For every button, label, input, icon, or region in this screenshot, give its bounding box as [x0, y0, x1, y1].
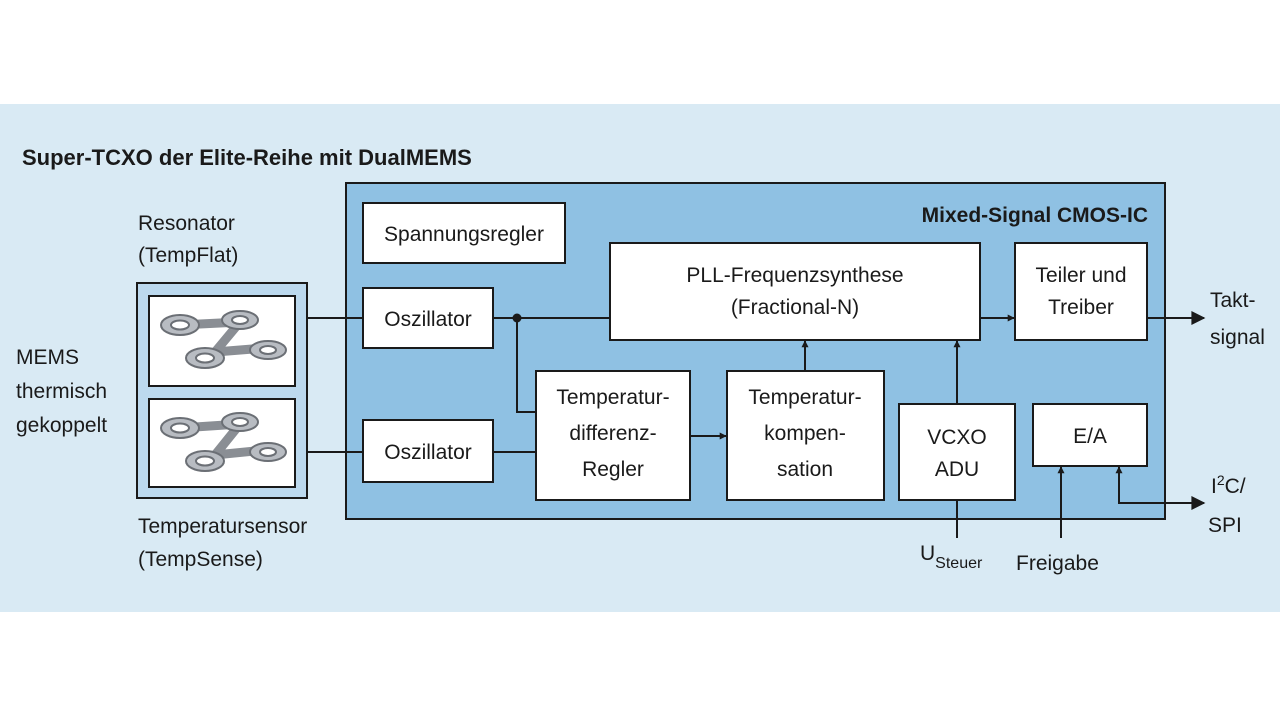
mems-coupling-label: MEMS thermisch gekoppelt — [16, 346, 107, 437]
svg-text:ADU: ADU — [935, 458, 979, 481]
spannungsregler-block: Spannungsregler — [362, 202, 566, 264]
svg-text:PLL-Frequenzsynthese: PLL-Frequenzsynthese — [686, 264, 903, 287]
svg-text:Resonator: Resonator — [138, 212, 235, 235]
svg-text:Oszillator: Oszillator — [384, 308, 472, 331]
svg-text:Regler: Regler — [582, 458, 644, 481]
svg-text:kompen-: kompen- — [764, 422, 846, 445]
oszillator-to-tempdiff-line — [516, 318, 536, 413]
ea-block: E/A — [1032, 403, 1148, 467]
svg-text:Temperatur-: Temperatur- — [556, 386, 669, 409]
svg-text:Teiler und: Teiler und — [1035, 264, 1126, 287]
freigabe-label: Freigabe — [1016, 552, 1099, 575]
svg-text:Takt-: Takt- — [1210, 289, 1256, 312]
svg-text:MEMS: MEMS — [16, 346, 79, 369]
svg-text:Temperatur-: Temperatur- — [748, 386, 861, 409]
svg-text:VCXO: VCXO — [927, 426, 987, 449]
svg-text:SPI: SPI — [1208, 514, 1242, 537]
svg-text:gekoppelt: gekoppelt — [16, 414, 107, 437]
temperaturkompensation-block: Temperatur- kompen- sation — [726, 370, 885, 501]
tempsensor-label: Temperatursensor (TempSense) — [138, 515, 307, 571]
svg-text:(TempSense): (TempSense) — [138, 548, 263, 571]
svg-text:signal: signal — [1210, 326, 1265, 349]
tempsensor-mems-icon — [160, 412, 287, 472]
svg-text:USteuer: USteuer — [920, 542, 983, 572]
svg-text:Temperatursensor: Temperatursensor — [138, 515, 307, 538]
svg-text:differenz-: differenz- — [569, 422, 656, 445]
ustear-label: USteuer — [920, 542, 983, 572]
svg-text:Treiber: Treiber — [1048, 296, 1114, 319]
resonator-mems-icon — [160, 310, 287, 369]
vcxo-adu-block: VCXO ADU — [898, 403, 1016, 501]
svg-text:(Fractional-N): (Fractional-N) — [731, 296, 859, 319]
junction-dot — [512, 313, 522, 323]
teiler-treiber-block: Teiler und Treiber — [1014, 242, 1148, 341]
svg-text:(TempFlat): (TempFlat) — [138, 244, 238, 267]
ic-label: Mixed-Signal CMOS-IC — [922, 204, 1148, 227]
temperaturdifferenz-regler-block: Temperatur- differenz- Regler — [535, 370, 691, 501]
oszillator-bottom-block: Oszillator — [362, 419, 494, 483]
diagram-title: Super-TCXO der Elite-Reihe mit DualMEMS — [22, 145, 472, 170]
svg-text:Spannungsregler: Spannungsregler — [384, 223, 544, 246]
taktsignal-label: Takt- signal — [1210, 289, 1265, 349]
i2c-spi-label: I2C/ SPI — [1208, 472, 1246, 537]
svg-text:sation: sation — [777, 458, 833, 481]
resonator-label: Resonator (TempFlat) — [138, 212, 238, 267]
svg-text:E/A: E/A — [1073, 425, 1107, 448]
svg-text:I2C/: I2C/ — [1211, 472, 1246, 498]
svg-text:thermisch: thermisch — [16, 380, 107, 403]
svg-text:Oszillator: Oszillator — [384, 441, 472, 464]
oszillator-top-block: Oszillator — [362, 287, 494, 349]
pll-block: PLL-Frequenzsynthese (Fractional-N) — [609, 242, 981, 341]
connections — [307, 311, 1206, 538]
